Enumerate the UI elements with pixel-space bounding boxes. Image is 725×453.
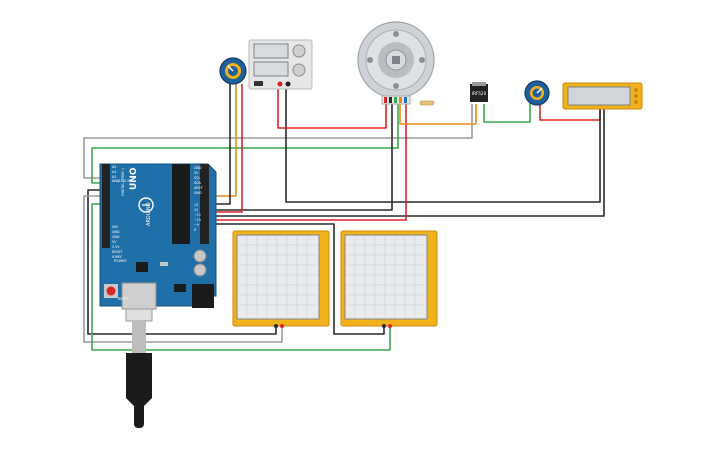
board-brand: ARDUINO (146, 202, 152, 226)
wire-orange-pot1[interactable] (212, 84, 237, 197)
svg-text:RESET: RESET (112, 250, 124, 254)
svg-text:~9: ~9 (194, 223, 199, 227)
svg-text:IOREF: IOREF (112, 255, 122, 259)
wire-orange-motor[interactable] (399, 104, 477, 125)
power-supply-meter[interactable] (248, 39, 313, 90)
arduino-uno-board[interactable]: UNO ARDUINO DIGITAL (PWM~) POWER ANALOG … (99, 163, 217, 310)
wire-black-bb1[interactable] (87, 189, 277, 335)
wires (83, 84, 605, 351)
potentiometer-2[interactable] (524, 80, 550, 106)
breadboard-1[interactable] (232, 230, 330, 328)
svg-text:8: 8 (194, 228, 196, 232)
svg-text:A4: A4 (112, 170, 116, 174)
svg-text:SDA: SDA (194, 181, 202, 185)
svg-text:AREF: AREF (194, 186, 203, 190)
wire-black-meter[interactable] (285, 84, 601, 203)
svg-text:12: 12 (194, 208, 198, 212)
analog-label: ANALOG IN (112, 179, 131, 183)
lcd-display[interactable] (562, 82, 643, 110)
dc-motor[interactable] (357, 21, 435, 106)
svg-text:~10: ~10 (194, 218, 201, 222)
wire-red-motor[interactable] (212, 104, 407, 221)
svg-text:VIN: VIN (112, 225, 118, 229)
svg-text:GND: GND (194, 191, 202, 195)
wire-red-meter[interactable] (277, 84, 387, 129)
wire-gray-top[interactable] (83, 104, 473, 179)
board-model: UNO (129, 167, 139, 190)
wire-black-bb2[interactable] (212, 223, 385, 335)
svg-text:A3: A3 (112, 175, 116, 179)
wire-green-motor[interactable] (91, 104, 399, 184)
transistor[interactable]: IRF520 (470, 82, 488, 102)
reset-label: RESET (118, 297, 128, 301)
wire-red-pot1[interactable] (212, 84, 243, 213)
wire-black-motor[interactable] (212, 104, 393, 211)
wire-black-lcd[interactable] (212, 108, 605, 217)
svg-text:3.3V: 3.3V (112, 245, 120, 249)
svg-text:GND: GND (112, 230, 120, 234)
svg-text:5V: 5V (112, 240, 117, 244)
svg-text:A5: A5 (112, 165, 116, 169)
digital-label: DIGITAL (PWM~) (121, 167, 125, 196)
svg-text:GND: GND (194, 166, 202, 170)
wire-gray-bb1[interactable] (83, 195, 283, 343)
svg-text:SCL: SCL (194, 176, 200, 180)
usb-cable (125, 308, 153, 428)
svg-text:5V: 5V (194, 171, 199, 175)
left-pin-labels: A5 A4 A3 VIN GND GND 5V 3.3V RESET IOREF (112, 165, 124, 259)
right-pin-labels: GND 5V SCL SDA AREF GND 13 12 ~11 ~10 ~9… (194, 166, 203, 232)
transistor-label: IRF520 (472, 91, 487, 96)
potentiometer-1[interactable] (219, 57, 247, 85)
breadboard-2[interactable] (340, 230, 438, 328)
svg-text:13: 13 (194, 203, 198, 207)
power-label: POWER (114, 259, 127, 263)
svg-text:GND: GND (112, 235, 120, 239)
wire-black-pot1[interactable] (212, 84, 231, 205)
svg-text:~11: ~11 (194, 213, 201, 217)
wire-green-bb2[interactable] (91, 203, 391, 351)
wire-green-pot2[interactable] (483, 102, 531, 123)
